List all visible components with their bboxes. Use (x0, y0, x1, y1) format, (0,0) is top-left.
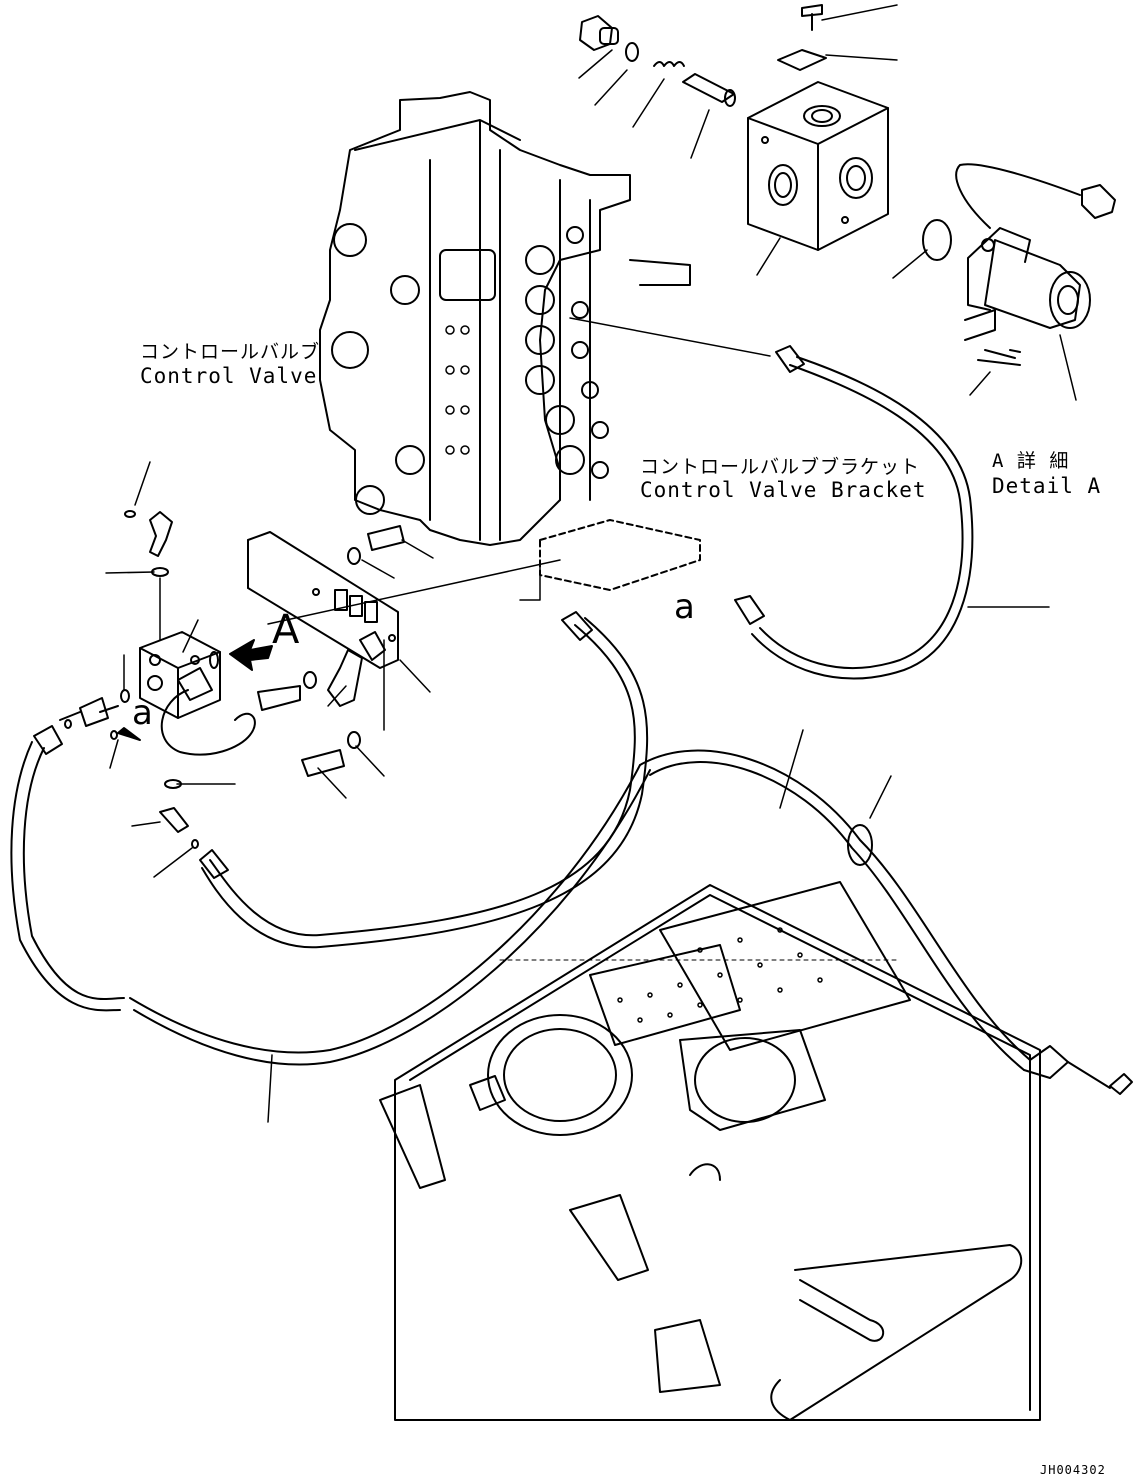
detail-label-en: Detail A (992, 474, 1102, 498)
solenoid-detail (955, 163, 1116, 366)
exploded-parts-top (579, 4, 1116, 366)
valve-ports (525, 226, 609, 479)
control-valve-label-en: Control Valve (140, 364, 318, 388)
left-manifold-assembly (59, 510, 405, 849)
connection-a-left: a (132, 693, 153, 733)
bracket-label-en: Control Valve Bracket (640, 478, 927, 502)
leader-lines (105, 4, 1077, 1123)
control-valve-assembly (319, 91, 701, 591)
hoses (10, 345, 1133, 1095)
drawing-id: JH004302 (1040, 1463, 1106, 1477)
hydraulic-tank (379, 881, 1041, 1421)
view-a-marker: A (272, 607, 300, 653)
detail-label-jp: A 詳 細 (992, 450, 1070, 472)
bracket-label-jp: コントロールバルブブラケット (640, 456, 921, 478)
connection-a-right: a (674, 587, 695, 627)
valve-block (747, 81, 889, 251)
control-valve-label-jp: コントロールバルブ (140, 341, 321, 363)
